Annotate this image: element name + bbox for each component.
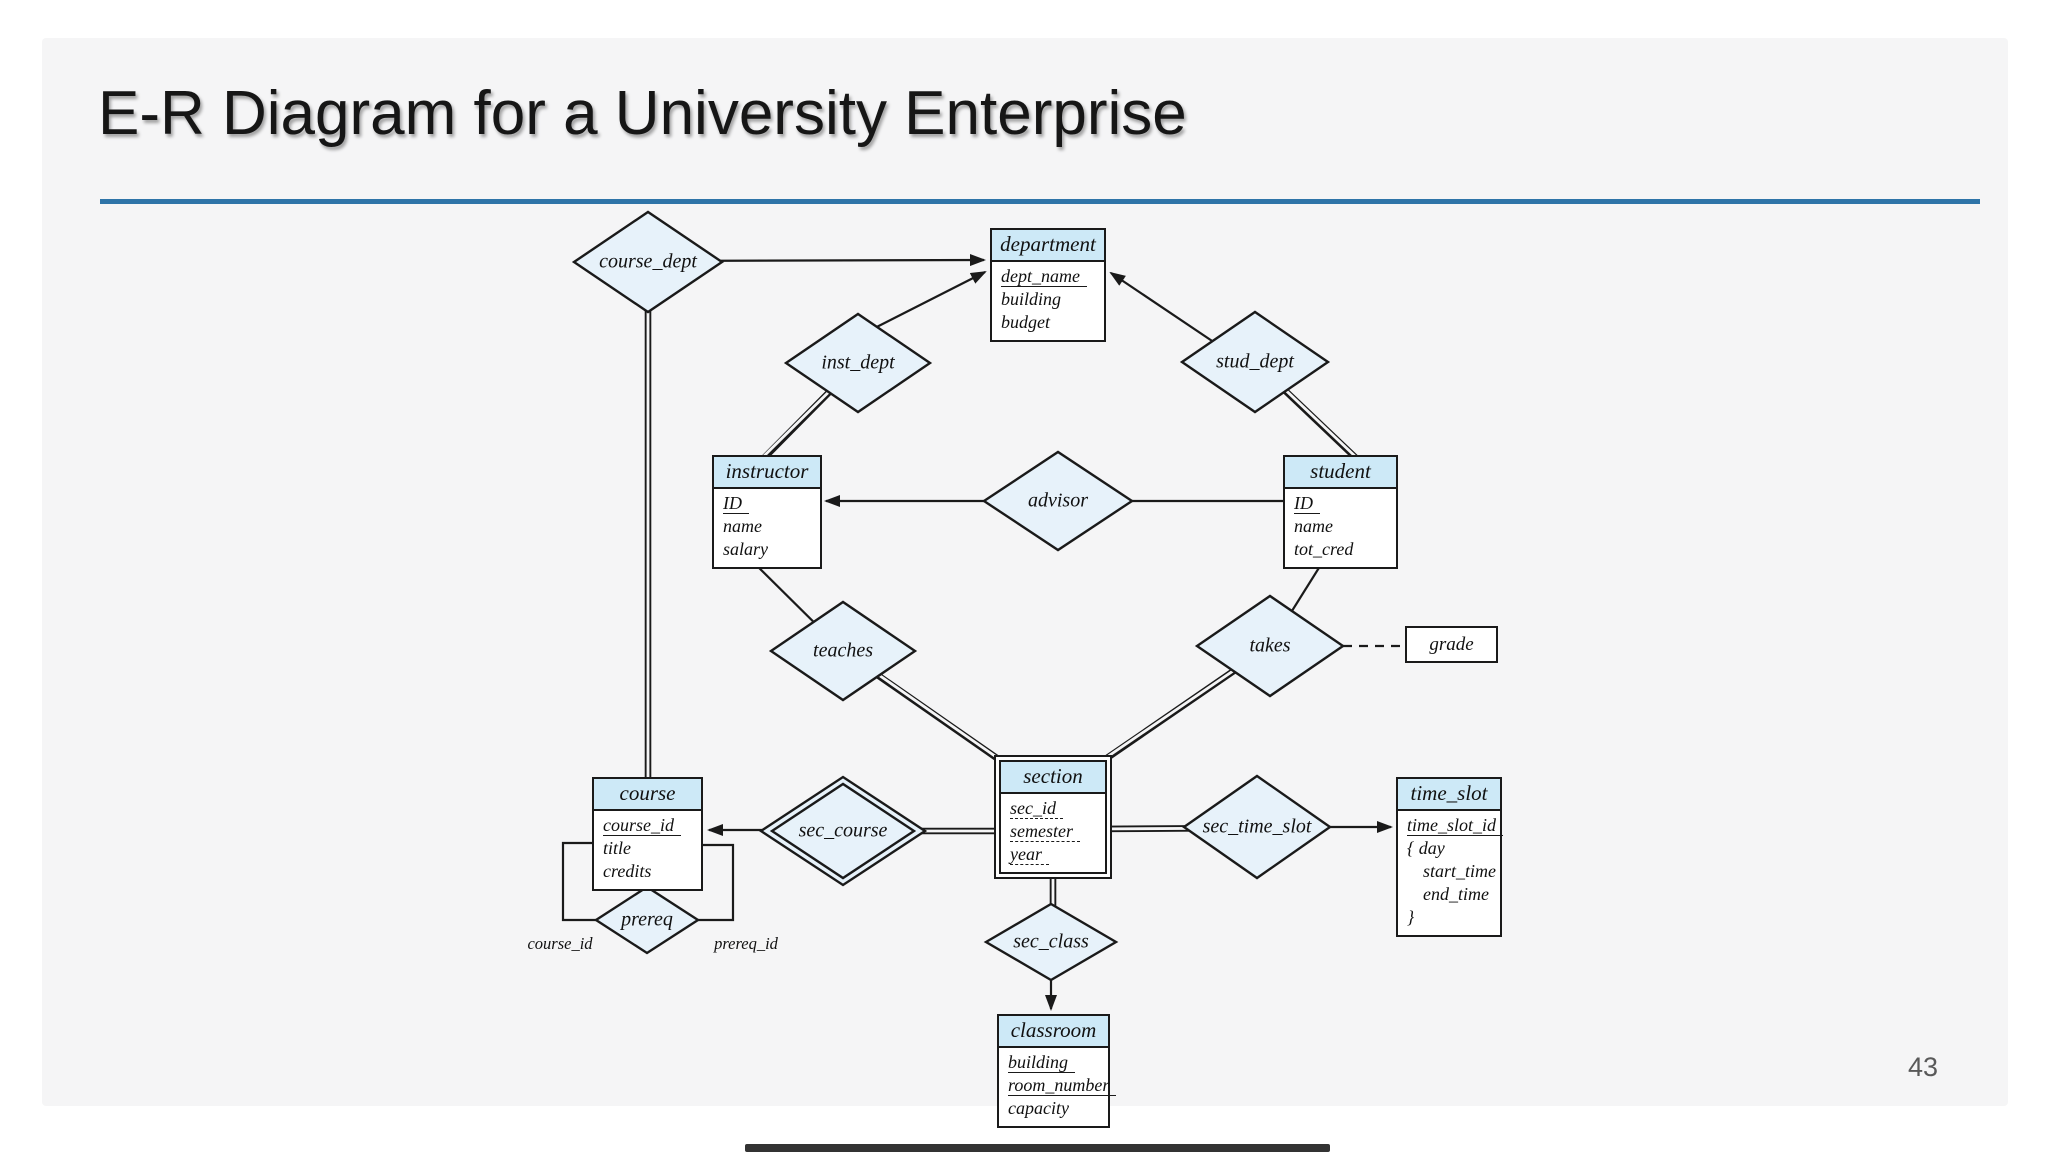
attribute-year: year bbox=[1010, 843, 1096, 866]
role-label-course_id: course_id bbox=[527, 934, 593, 953]
diamond-takes bbox=[1194, 594, 1346, 698]
edge-prereq-loop-right bbox=[696, 843, 735, 922]
diamond-teaches bbox=[768, 600, 918, 702]
entity-classroom: classroom building room_number capacity bbox=[997, 1014, 1117, 1128]
attribute-sec_id: sec_id bbox=[1010, 797, 1096, 820]
attribute-capacity: capacity bbox=[1008, 1098, 1069, 1118]
entity-classroom-title: classroom bbox=[999, 1016, 1108, 1048]
attribute-course_id: course_id bbox=[603, 814, 692, 837]
attribute-name: name bbox=[723, 516, 762, 536]
entity-instructor: instructor ID name salary bbox=[712, 455, 822, 569]
attribute-end_time: end_time bbox=[1423, 884, 1489, 904]
relationship-advisor-label: advisor bbox=[1028, 489, 1088, 512]
edge-prereq-loop-left bbox=[561, 841, 598, 922]
page-title: E-R Diagram for a University Enterprise bbox=[98, 79, 1187, 148]
relationship-course_dept-label: course_dept bbox=[599, 250, 697, 273]
attribute-semester: semester bbox=[1010, 820, 1096, 843]
relationship-prereq-label: prereq bbox=[621, 908, 673, 931]
attribute-name: name bbox=[1294, 516, 1333, 536]
attribute-day: { day bbox=[1407, 838, 1445, 858]
grade-label: grade bbox=[1429, 633, 1474, 655]
attribute-salary: salary bbox=[723, 539, 768, 559]
diamond-advisor bbox=[981, 450, 1135, 552]
relationship-sec_class-label: sec_class bbox=[1013, 930, 1089, 953]
attribute-room_number: room_number bbox=[1008, 1074, 1117, 1097]
entity-time_slot-title: time_slot bbox=[1398, 779, 1500, 811]
attribute-title: title bbox=[603, 838, 631, 858]
diamond-sec_course-outer bbox=[758, 775, 928, 887]
attribute-credits: credits bbox=[603, 861, 652, 881]
attribute-building: building bbox=[1001, 289, 1062, 309]
entity-department: department dept_name building budget bbox=[990, 228, 1106, 342]
diamond-sec_course-inner bbox=[769, 782, 917, 880]
entity-section-title: section bbox=[1001, 762, 1105, 794]
attribute-building: building bbox=[1008, 1051, 1099, 1074]
relationship-sec_course-label: sec_course bbox=[798, 819, 888, 842]
attribute-time_slot_id: time_slot_id bbox=[1407, 814, 1503, 837]
diamond-sec_time_slot bbox=[1181, 774, 1333, 880]
entity-course-title: course bbox=[594, 779, 701, 811]
entity-department-title: department bbox=[992, 230, 1104, 262]
entity-student-title: student bbox=[1285, 457, 1396, 489]
relationship-stud_dept-label: stud_dept bbox=[1216, 350, 1294, 373]
role-label-prereq_id: prereq_id bbox=[714, 934, 778, 953]
entity-course: course course_id title credits bbox=[592, 777, 703, 891]
entity-student: student ID name tot_cred bbox=[1283, 455, 1398, 569]
title-underline-rule bbox=[100, 199, 1980, 204]
edge-stud_dept-department bbox=[1109, 271, 1231, 354]
attribute-brace-close: } bbox=[1407, 907, 1415, 927]
attribute-box-grade: grade bbox=[1405, 626, 1498, 663]
diamond-inst_dept bbox=[783, 312, 933, 414]
diamond-sec_class bbox=[983, 902, 1119, 982]
bottom-edge-bar bbox=[745, 1144, 1330, 1152]
attribute-budget: budget bbox=[1001, 312, 1050, 332]
entity-time_slot: time_slot time_slot_id { day start_time … bbox=[1396, 777, 1503, 937]
diamond-stud_dept bbox=[1179, 310, 1331, 414]
diamond-course_dept bbox=[571, 210, 725, 314]
page-number: 43 bbox=[1908, 1052, 1939, 1082]
attribute-start_time: start_time bbox=[1423, 861, 1497, 881]
attribute-id: ID bbox=[1294, 492, 1387, 515]
attribute-tot_cred: tot_cred bbox=[1294, 539, 1354, 559]
relationship-teaches-label: teaches bbox=[813, 639, 873, 662]
diamond-prereq bbox=[593, 885, 701, 955]
entity-instructor-title: instructor bbox=[714, 457, 820, 489]
attribute-dept_name: dept_name bbox=[1001, 265, 1095, 288]
entity-section-weak: section sec_id semester year bbox=[999, 760, 1107, 874]
attribute-id: ID bbox=[723, 492, 811, 515]
relationship-takes-label: takes bbox=[1249, 634, 1291, 657]
relationship-sec_time_slot-label: sec_time_slot bbox=[1202, 815, 1312, 838]
relationship-inst_dept-label: inst_dept bbox=[821, 351, 895, 374]
